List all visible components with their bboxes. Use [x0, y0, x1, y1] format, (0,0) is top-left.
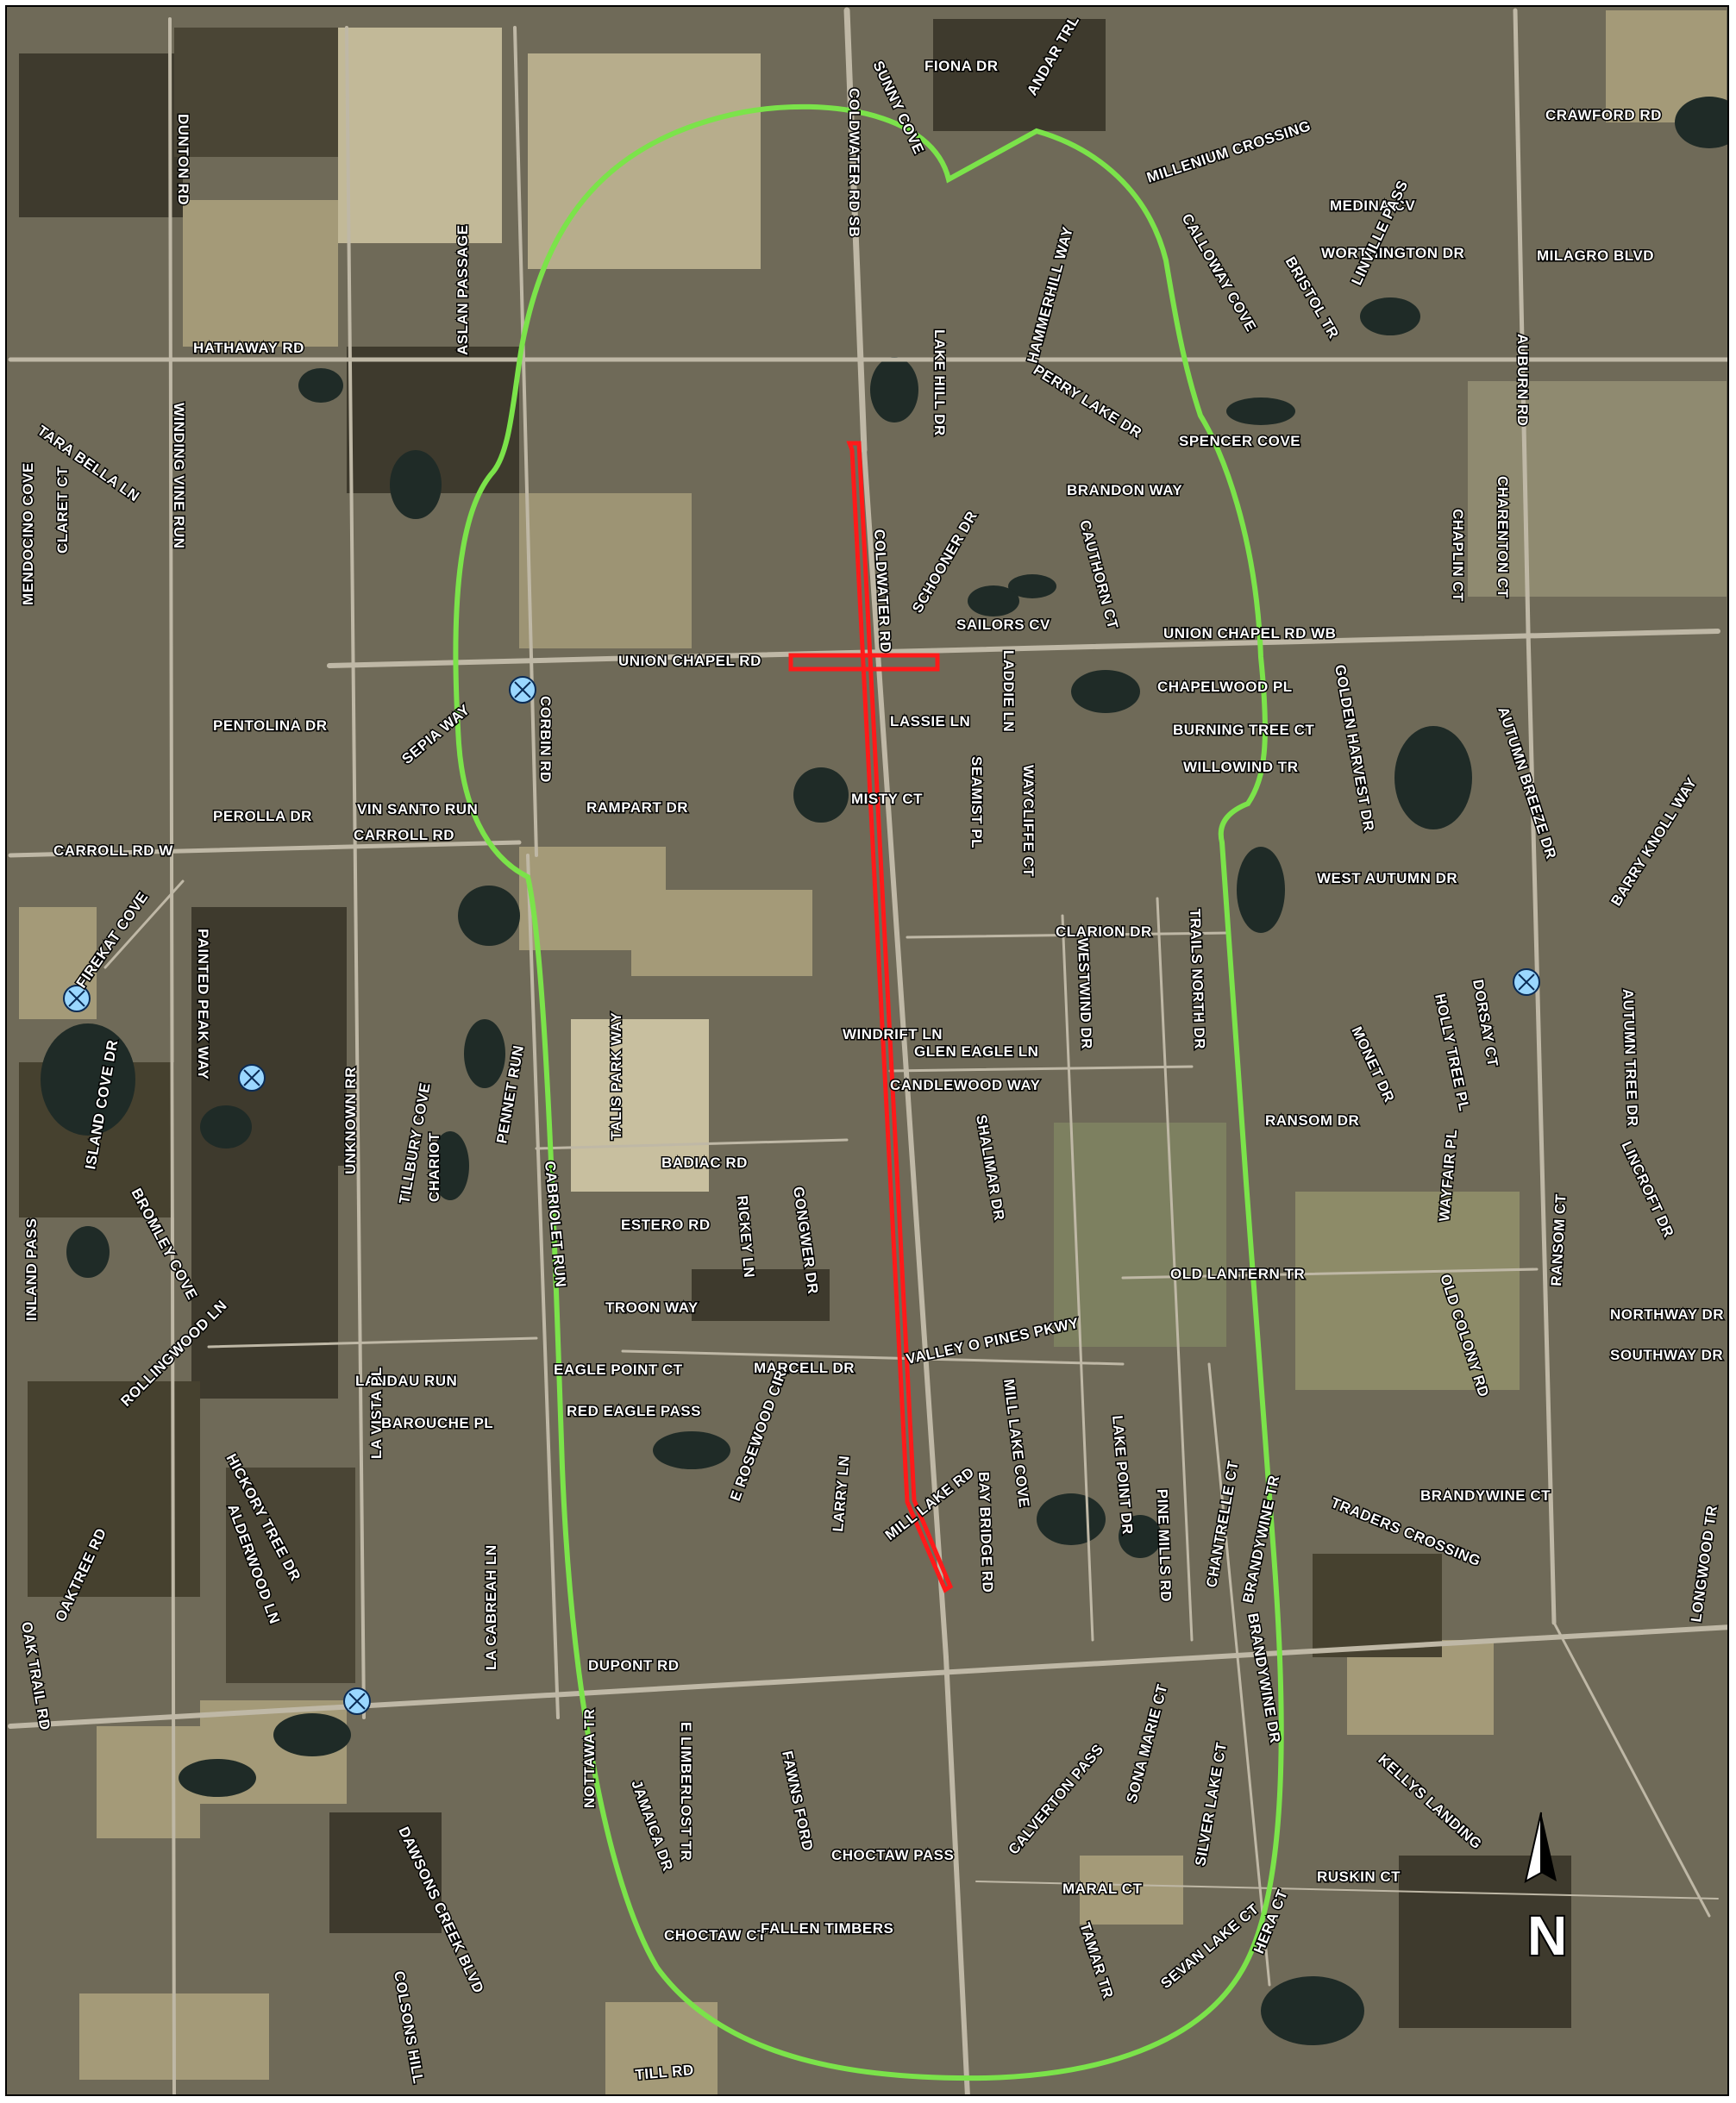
street-label: RAMPART DR	[586, 799, 688, 816]
street-label: FALLEN TIMBERS	[761, 1920, 893, 1937]
traffic-signal-icon	[1513, 968, 1540, 996]
street-label: PINE MILLS RD	[1154, 1488, 1175, 1602]
street-label: LA VISTA PL	[368, 1367, 385, 1459]
street-label: BRANDYWINE CT	[1420, 1487, 1551, 1504]
street-label: TALIS PARK WAY	[608, 1011, 624, 1140]
street-label: MILAGRO BLVD	[1537, 247, 1654, 264]
traffic-signal-icon	[238, 1064, 266, 1092]
street-label: CARROLL RD	[354, 827, 454, 843]
street-label: PENTOLINA DR	[213, 717, 328, 734]
street-label: WAYCLIFFE CT	[1020, 765, 1037, 877]
street-label: HATHAWAY RD	[193, 340, 304, 356]
street-label: UNKNOWN RR	[342, 1067, 359, 1174]
street-label: SOUTHWAY DR	[1610, 1347, 1723, 1363]
street-label: UNION CHAPEL RD	[618, 653, 761, 669]
street-label: CLARET CT	[54, 466, 71, 554]
street-label: CARROLL RD W	[53, 842, 173, 859]
street-label: BRANDON WAY	[1067, 482, 1182, 498]
street-label: CHOCTAW CT	[664, 1927, 767, 1943]
street-label: DUPONT RD	[588, 1657, 680, 1674]
street-label: FIONA DR	[924, 58, 999, 74]
north-arrow-label: N	[1527, 1905, 1567, 1967]
traffic-signal-icon	[509, 676, 536, 704]
project-corridor-union-chapel	[788, 653, 940, 672]
project-corridor	[788, 441, 954, 1593]
street-label: WEST AUTUMN DR	[1317, 870, 1457, 886]
wooded-areas	[19, 19, 1571, 2028]
street-label: SEAMIST PL	[968, 756, 985, 848]
traffic-signal-icons	[63, 676, 1540, 1715]
street-label: LADDIE LN	[1000, 650, 1017, 732]
street-label: WORTHINGTON DR	[1321, 245, 1464, 261]
street-label: E LIMBERLOST TR	[678, 1722, 694, 1861]
street-label: PEROLLA DR	[213, 808, 312, 824]
map-frame: FIONA DR SUNNY COVE ANDAR TRL CRAWFORD R…	[5, 5, 1729, 2096]
street-label: LASSIE LN	[890, 713, 970, 729]
street-label: INLAND PASS	[23, 1218, 40, 1321]
street-label: WILLOWIND TR	[1183, 759, 1298, 775]
street-label: SAILORS CV	[956, 617, 1050, 633]
street-label: MARAL CT	[1062, 1881, 1143, 1897]
street-label: MISTY CT	[851, 791, 923, 807]
street-label: CHARIOT	[426, 1132, 442, 1202]
street-label: CHARENTON CT	[1495, 476, 1511, 598]
street-label: CLARION DR	[1056, 923, 1152, 940]
street-label: CHAPELWOOD PL	[1157, 679, 1293, 695]
street-label: BURNING TREE CT	[1173, 722, 1314, 738]
street-label: MARCELL DR	[754, 1360, 855, 1376]
street-label: NORTHWAY DR	[1610, 1306, 1724, 1323]
street-label: GLEN EAGLE LN	[914, 1043, 1038, 1060]
street-label: VIN SANTO RUN	[357, 801, 478, 817]
study-area-boundary	[453, 103, 1284, 2081]
street-label: RANSOM DR	[1265, 1112, 1359, 1129]
street-label: CHOCTAW PASS	[831, 1847, 954, 1863]
street-label: TROON WAY	[605, 1299, 699, 1316]
street-label: LANDAU RUN	[355, 1373, 457, 1389]
aerial-map[interactable]: FIONA DR SUNNY COVE ANDAR TRL CRAWFORD R…	[7, 7, 1729, 2096]
street-label: CHAPLIN CT	[1450, 509, 1466, 602]
street-label: NOTTAWA TR	[581, 1709, 598, 1808]
project-corridor-main	[846, 441, 954, 1593]
street-label: BAROUCHE PL	[381, 1415, 493, 1431]
traffic-signal-icon	[343, 1687, 371, 1715]
traffic-signal-icon	[63, 985, 91, 1012]
street-label: CRAWFORD RD	[1545, 107, 1662, 123]
street-label: PAINTED PEAK WAY	[195, 929, 211, 1080]
street-label: DUNTON RD	[175, 114, 191, 205]
street-label: ESTERO RD	[621, 1217, 711, 1233]
street-label: LAKE HILL DR	[931, 329, 948, 436]
street-label: COLDWATER RD SB	[846, 88, 862, 237]
street-label: LA CABREAH LN	[483, 1544, 499, 1670]
street-label: RUSKIN CT	[1317, 1868, 1401, 1885]
north-arrow-icon: N	[1524, 1812, 1569, 1968]
street-label: ASLAN PASSAGE	[454, 224, 471, 355]
street-label: CANDLEWOOD WAY	[890, 1077, 1041, 1093]
street-label: WINDING VINE RUN	[171, 403, 187, 549]
street-label: RED EAGLE PASS	[567, 1403, 701, 1419]
street-label: MEDINA CV	[1330, 197, 1415, 214]
street-label: SPENCER COVE	[1179, 433, 1300, 449]
street-label: BADIAC RD	[661, 1155, 748, 1171]
field-areas	[19, 10, 1727, 2094]
street-label: WINDRIFT LN	[843, 1026, 943, 1042]
street-label: UNION CHAPEL RD WB	[1163, 625, 1336, 642]
street-label: CORBIN RD	[537, 696, 554, 783]
water-bodies	[41, 97, 1727, 2045]
street-label: MENDOCINO COVE	[20, 462, 36, 605]
street-label: OLD LANTERN TR	[1170, 1266, 1305, 1282]
street-label: EAGLE POINT CT	[554, 1361, 683, 1378]
street-label: AUBURN RD	[1514, 334, 1531, 426]
road-network	[8, 7, 1727, 2094]
